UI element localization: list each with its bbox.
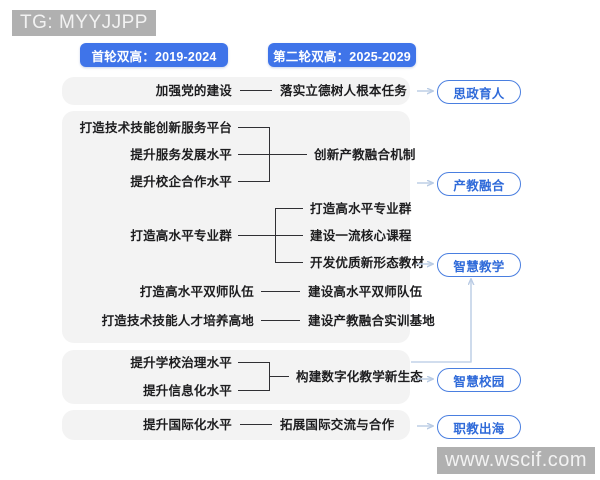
node-right-digital-ecosystem: 构建数字化教学新生态 [296, 369, 424, 384]
node-right-party-building: 落实立德树人根本任务 [280, 83, 408, 98]
connector-stub-informatization [238, 390, 270, 392]
connector-stub-core-courses [275, 235, 303, 237]
panel-main-body [62, 111, 410, 343]
node-left-dual-teacher: 打造高水平双师队伍 [139, 284, 254, 299]
connector-talent-highland [261, 320, 300, 322]
capsule-zhihui-xiaoyuan[interactable]: 智慧校园 [437, 368, 521, 392]
node-right-training-base: 建设产教融合实训基地 [308, 313, 436, 328]
capsule-zhihui-jiaoxue[interactable]: 智慧教学 [437, 253, 521, 277]
node-left-innovation-platform: 打造技术技能创新服务平台 [79, 120, 232, 135]
node-left-talent-highland: 打造技术技能人才培养高地 [101, 313, 254, 328]
watermark-bottom: www.wscif.com [437, 447, 596, 474]
node-right-textbooks: 开发优质新形态教材 [310, 255, 425, 270]
node-right-industry-education-mechanism: 创新产教融合机制 [314, 147, 416, 162]
panel-smart-campus [62, 350, 410, 404]
node-left-party-building: 加强党的建设 [155, 83, 232, 98]
connector-trunk-industry-education [269, 154, 307, 156]
node-right-international-exchange: 拓展国际交流与合作 [280, 417, 395, 432]
phase-pill-first-round[interactable]: 首轮双高：2019-2024 [80, 43, 228, 67]
node-left-high-level-majors: 打造高水平专业群 [130, 228, 232, 243]
node-right-dual-teacher: 建设高水平双师队伍 [308, 284, 423, 299]
connector-stub-service-development [238, 154, 270, 156]
connector-party-building [240, 90, 272, 92]
capsule-chanjiao-ronghe[interactable]: 产教融合 [437, 172, 521, 196]
node-left-internationalization: 提升国际化水平 [143, 417, 232, 432]
node-left-service-development: 提升服务发展水平 [130, 147, 232, 162]
node-right-core-courses: 建设一流核心课程 [310, 228, 412, 243]
connector-stub-innovation-platform [238, 127, 270, 129]
connector-trunk-high-level-majors [238, 235, 276, 237]
capsule-zhijiao-chuhai[interactable]: 职教出海 [437, 415, 521, 439]
connector-dual-teacher [261, 291, 300, 293]
connector-stub-school-enterprise [238, 181, 270, 183]
node-right-major-cluster: 打造高水平专业群 [310, 201, 412, 216]
connector-stub-governance [238, 362, 270, 364]
capsule-sizheng-yuren[interactable]: 思政育人 [437, 80, 521, 104]
connector-trunk-smart-campus [269, 376, 289, 378]
node-left-governance: 提升学校治理水平 [130, 355, 232, 370]
phase-pill-second-round[interactable]: 第二轮双高：2025-2029 [268, 43, 416, 67]
connector-stub-textbooks [275, 262, 303, 264]
node-left-school-enterprise: 提升校企合作水平 [130, 174, 232, 189]
connector-internationalization [240, 424, 272, 426]
node-left-informatization: 提升信息化水平 [143, 383, 232, 398]
watermark-top: TG: MYYJJPP [12, 10, 156, 36]
connector-stub-major-cluster [275, 208, 303, 210]
panel-party-building [62, 77, 410, 105]
panel-international [62, 410, 410, 440]
